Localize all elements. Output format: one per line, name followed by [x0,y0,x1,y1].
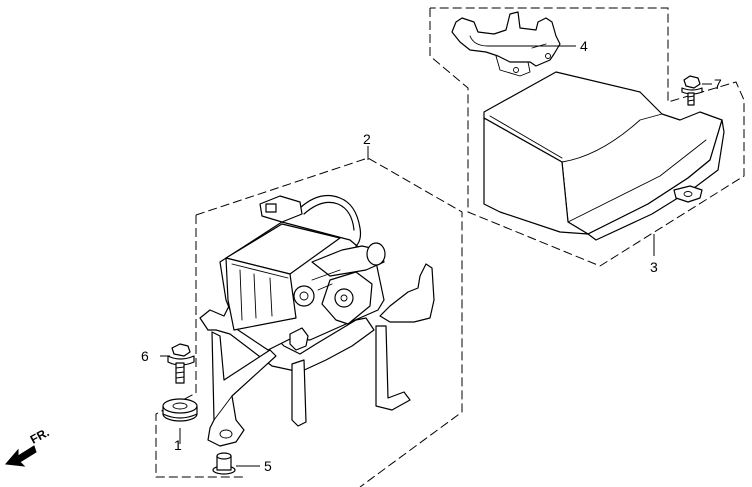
actuator-cover-icon [483,71,725,241]
callout-5: 5 [264,458,272,474]
collar-icon [212,452,236,475]
callout-3: 3 [650,259,658,275]
flange-bolt-icon [681,75,703,106]
callout-7: 7 [714,76,722,92]
front-direction-label: FR. [28,425,52,446]
cover-bracket-icon [451,11,561,77]
callout-6: 6 [141,348,149,364]
leader-lines [160,45,712,467]
rubber-grommet-icon [162,398,198,422]
callout-2: 2 [363,131,371,147]
callout-1: 1 [174,437,182,453]
assembly-3-dashed-frame [429,7,745,267]
callout-4: 4 [580,38,588,54]
assembly-2-dashed-frame [155,157,463,487]
front-arrow-icon [5,445,37,467]
flange-bolt-icon [167,343,195,384]
actuator-assembly-icon [199,195,435,447]
